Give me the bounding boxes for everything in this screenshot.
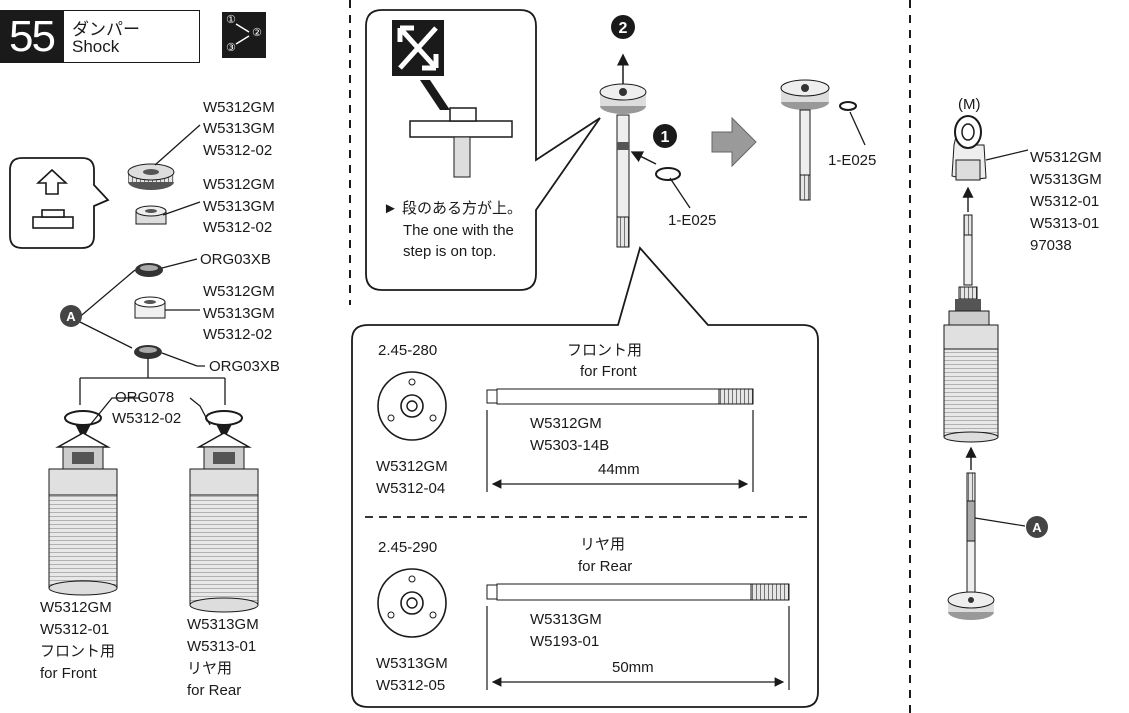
rear-title-en: for Rear [578, 558, 633, 575]
spacer-part-2: W5313GM [203, 198, 275, 215]
svg-text:A: A [66, 309, 76, 324]
front-title-en: for Front [580, 363, 637, 380]
callout-note-en-1: The one with the [403, 222, 514, 239]
rear-body-3: リヤ用 [187, 660, 233, 677]
eclip-part-1: ORG078 [115, 389, 175, 406]
rear-piston [377, 568, 447, 638]
svg-text:2: 2 [619, 20, 628, 37]
front-shaft-part-1: W5312GM [530, 415, 602, 432]
step1-circle [653, 124, 677, 148]
front-piston-part-1: W5312GM [376, 458, 448, 475]
step-number: 55 [0, 10, 63, 63]
assembly-sequence-icon: ① ② ③ [222, 12, 266, 58]
spacer-part-3: W5312-02 [203, 219, 273, 236]
seq-1: ① [226, 14, 236, 26]
rear-body-4: for Rear [187, 682, 242, 699]
callout-note-jp: ► 段のある方が上。 [383, 200, 523, 217]
eclip-part-2: W5312-02 [112, 410, 182, 427]
eclip-label-2: 1-E025 [828, 152, 877, 169]
oring-top [135, 263, 163, 277]
svg-text:1: 1 [661, 129, 670, 146]
front-length: 44mm [598, 461, 640, 478]
collar-part-1: W5312GM [203, 283, 275, 300]
front-body-2: W5312-01 [40, 621, 110, 638]
rear-title-jp: リヤ用 [580, 536, 626, 553]
oring-top-label: ORG03XB [200, 251, 271, 268]
front-body-1: W5312GM [40, 599, 112, 616]
cap-part-2: W5313GM [203, 120, 275, 137]
cap-spacer [135, 205, 167, 225]
title-jp: ダンパー [72, 20, 140, 39]
collar-part-3: W5312-02 [203, 326, 273, 343]
rear-body-1: W5313GM [187, 616, 259, 633]
rod-end-part-2: W5313GM [1030, 171, 1102, 188]
assembled-shock [943, 115, 1029, 620]
rear-shaft-part-1: W5313GM [530, 611, 602, 628]
rear-shock-body [189, 432, 259, 613]
oring-bottom-label: ORG03XB [209, 358, 280, 375]
svg-text:A: A [1032, 520, 1042, 535]
front-body-3: フロント用 [40, 643, 116, 660]
rod-end-part-1: W5312GM [1030, 149, 1102, 166]
step-title-box: ダンパー Shock [63, 10, 200, 63]
rod-end-part-4: W5313-01 [1030, 215, 1100, 232]
front-shaft-part-2: W5303-14B [530, 437, 610, 454]
front-title-jp: フロント用 [567, 342, 643, 359]
rod-end-part-5: 97038 [1030, 237, 1072, 254]
rear-piston-part-1: W5313GM [376, 655, 448, 672]
front-shaft [486, 388, 754, 492]
sequence-arrows-icon [235, 23, 250, 45]
collar [134, 296, 166, 319]
rod-end-part-3: W5312-01 [1030, 193, 1100, 210]
cap-part-1: W5312GM [203, 99, 275, 116]
cap-part-3: W5312-02 [203, 142, 273, 159]
shock-cap [127, 163, 175, 190]
oring-bottom [134, 345, 162, 359]
rear-body-2: W5313-01 [187, 638, 257, 655]
callout-note-en-2: step is on top. [403, 243, 497, 260]
front-body-4: for Front [40, 665, 97, 682]
rear-shaft-part-2: W5193-01 [530, 633, 600, 650]
orientation-callout [9, 157, 110, 249]
eclip-label-1: 1-E025 [668, 212, 717, 229]
rear-piston-part-2: W5312-05 [376, 677, 446, 694]
step-orientation-callout [365, 9, 601, 291]
assembled-piston [780, 79, 866, 201]
spacer-part-1: W5312GM [203, 176, 275, 193]
title-en: Shock [72, 37, 120, 56]
seq-2: ② [252, 27, 262, 39]
next-arrow-icon [711, 116, 757, 168]
marker-a-left [60, 305, 82, 327]
rear-length: 50mm [612, 659, 654, 676]
front-shock-body [48, 432, 118, 596]
m-label: (M) [958, 96, 981, 113]
rear-piston-size: 2.45-290 [378, 539, 438, 556]
front-piston-part-2: W5312-04 [376, 480, 446, 497]
marker-a-right [1026, 516, 1048, 538]
seq-3: ③ [226, 42, 236, 54]
piston-on-shaft [599, 53, 691, 248]
step2-circle [611, 15, 635, 39]
collar-part-2: W5313GM [203, 305, 275, 322]
front-piston [377, 371, 447, 441]
front-piston-size: 2.45-280 [378, 342, 438, 359]
rear-shaft [486, 583, 790, 690]
